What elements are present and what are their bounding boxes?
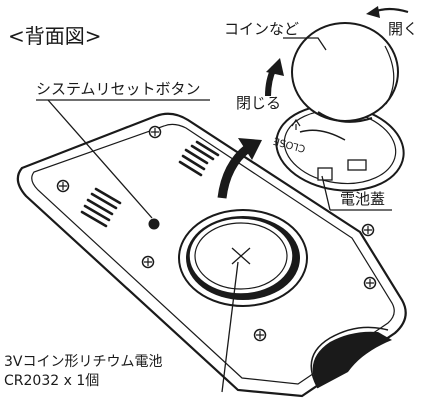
coin-disc xyxy=(291,22,399,123)
remote-bottom-curve xyxy=(310,326,389,389)
vent-slots-left xyxy=(80,187,122,228)
battery-label-line1: 3Vコイン形リチウム電池 xyxy=(4,354,163,370)
open-arrow-icon xyxy=(373,7,409,14)
page-title: <背面図> xyxy=(8,24,102,48)
leader-lines xyxy=(36,37,392,393)
close-action-label: 閉じる xyxy=(236,94,282,112)
coin-label: コインなど xyxy=(224,20,300,38)
vent-slots-upper xyxy=(178,140,220,177)
remote-bottom-shade xyxy=(312,331,392,388)
curved-arrow-head xyxy=(238,138,262,160)
open-label: 開く xyxy=(388,20,419,38)
battery-lid xyxy=(275,104,405,192)
battery-label-line2: CR2032 x 1個 xyxy=(4,373,100,389)
screw-icon xyxy=(56,125,377,342)
battery-cross-mark xyxy=(231,247,251,265)
battery-compartment xyxy=(178,209,308,307)
remote-bevel xyxy=(31,123,395,385)
battery-cover-label: 電池蓋 xyxy=(340,190,386,208)
curved-arrow-open xyxy=(217,144,251,199)
reset-button-label: システムリセットボタン xyxy=(36,80,201,98)
system-reset-button[interactable] xyxy=(148,218,160,230)
